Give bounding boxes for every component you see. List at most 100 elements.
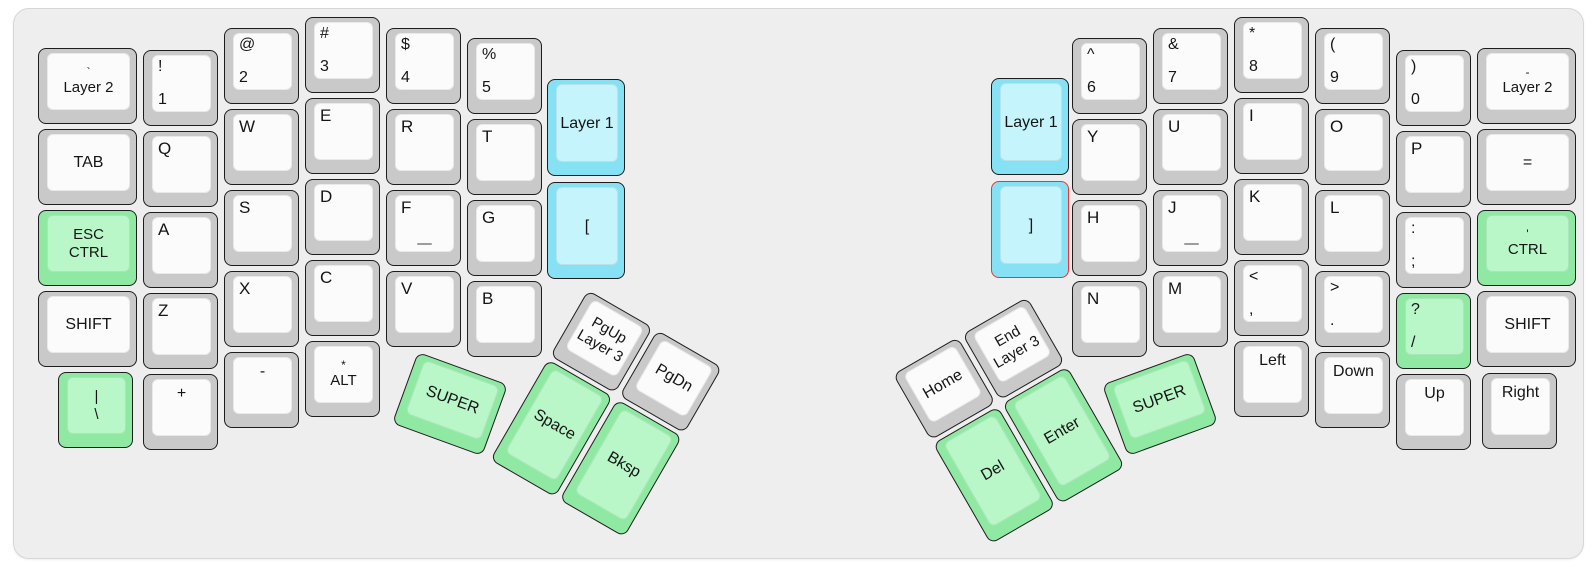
key-v[interactable]: V [386,271,461,347]
key-label-line: E [320,106,332,125]
keycap-top: |\ [67,377,126,434]
key-label: <, [1243,265,1302,322]
key-label: !1 [152,55,211,112]
key-rbracket[interactable]: ] [991,181,1069,278]
key-pipe-backslash[interactable]: |\ [58,372,133,448]
key-num-8[interactable]: *8 [1234,17,1309,93]
key-layer1-left[interactable]: Layer 1 [547,79,625,176]
key-label: H [1081,205,1140,262]
key-f[interactable]: F [386,190,461,266]
key-t[interactable]: T [467,119,542,195]
key-arrow-up[interactable]: Up [1396,374,1471,450]
key-label-line: 0 [1411,91,1420,108]
key-label-line: 7 [1168,69,1177,86]
keycap-top: Up [1405,379,1464,436]
key-num-1[interactable]: !1 [143,50,218,126]
key-label-line: - [1525,65,1530,79]
keycap-top: F [395,195,454,252]
key-label: #3 [314,22,373,79]
key-num-2[interactable]: @2 [224,28,299,104]
key-num-0[interactable]: )0 [1396,50,1471,126]
key-num-4[interactable]: $4 [386,28,461,104]
key-s[interactable]: S [224,190,299,266]
key-minus[interactable]: - [224,352,299,428]
key-w[interactable]: W [224,109,299,185]
key-o[interactable]: O [1315,109,1390,185]
keycap-top: !1 [152,55,211,112]
key-label: [ [556,187,618,265]
key-b[interactable]: B [467,281,542,357]
key-p[interactable]: P [1396,131,1471,207]
key-num-5[interactable]: %5 [467,38,542,114]
key-i[interactable]: I [1234,98,1309,174]
key-l[interactable]: L [1315,190,1390,266]
key-label-line: A [158,220,170,239]
key-label: P [1405,136,1464,193]
key-m[interactable]: M [1153,271,1228,347]
key-label: M [1162,276,1221,333]
key-plus[interactable]: + [143,374,218,450]
keycap-top: )0 [1405,55,1464,112]
key-g[interactable]: G [467,200,542,276]
key-n[interactable]: N [1072,281,1147,357]
key-label: F [395,195,454,252]
key-k[interactable]: K [1234,179,1309,255]
key-y[interactable]: Y [1072,119,1147,195]
key-num-3[interactable]: #3 [305,17,380,93]
key-label: $4 [395,33,454,90]
homing-bar [1183,242,1199,245]
key-label-line: 5 [482,79,491,96]
key-e[interactable]: E [305,98,380,174]
keycap-top: V [395,276,454,333]
key-alt[interactable]: *ALT [305,341,380,417]
key-label: TAB [47,134,130,191]
key-layer2-right[interactable]: -Layer 2 [1477,48,1576,124]
keycap-top: Layer 1 [1000,83,1062,161]
key-label: >. [1324,276,1383,333]
key-label-line: % [482,46,497,63]
key-a[interactable]: A [143,212,218,288]
keycap-top: O [1324,114,1383,171]
key-x[interactable]: X [224,271,299,347]
key-shift-left[interactable]: SHIFT [38,291,137,367]
key-equals[interactable]: = [1477,129,1576,205]
key-slash[interactable]: ?/ [1396,293,1471,369]
key-label: )0 [1405,55,1464,112]
key-semicolon[interactable]: :; [1396,212,1471,288]
key-label-line: X [239,279,251,298]
key-z[interactable]: Z [143,293,218,369]
key-period[interactable]: >. [1315,271,1390,347]
key-tab[interactable]: TAB [38,129,137,205]
key-layer2-left[interactable]: `Layer 2 [38,48,137,124]
key-label: |\ [67,377,126,434]
key-r[interactable]: R [386,109,461,185]
key-num-6[interactable]: ^6 [1072,38,1147,114]
key-ctrl-right[interactable]: 'CTRL [1477,210,1576,286]
keycap-top: :; [1405,217,1464,274]
key-arrow-down[interactable]: Down [1315,352,1390,428]
key-d[interactable]: D [305,179,380,255]
key-arrow-right[interactable]: Right [1482,373,1557,449]
key-h[interactable]: H [1072,200,1147,276]
key-layer1-right[interactable]: Layer 1 [991,78,1069,175]
key-num-7[interactable]: &7 [1153,28,1228,104]
key-comma[interactable]: <, [1234,260,1309,336]
key-label: ] [1000,186,1062,264]
key-label-line: ' [1526,227,1529,241]
key-super-right[interactable]: SUPER [1101,351,1219,457]
key-c[interactable]: C [305,260,380,336]
key-num-9[interactable]: (9 [1315,28,1390,104]
key-lbracket[interactable]: [ [547,182,625,279]
key-label-line: Z [158,301,169,320]
key-q[interactable]: Q [143,131,218,207]
key-super-left[interactable]: SUPER [391,351,509,457]
key-u[interactable]: U [1153,109,1228,185]
key-label-line: [ [584,217,590,235]
key-arrow-left[interactable]: Left [1234,341,1309,417]
key-j[interactable]: J [1153,190,1228,266]
key-shift-right[interactable]: SHIFT [1477,291,1576,367]
keycap-top: G [476,205,535,262]
